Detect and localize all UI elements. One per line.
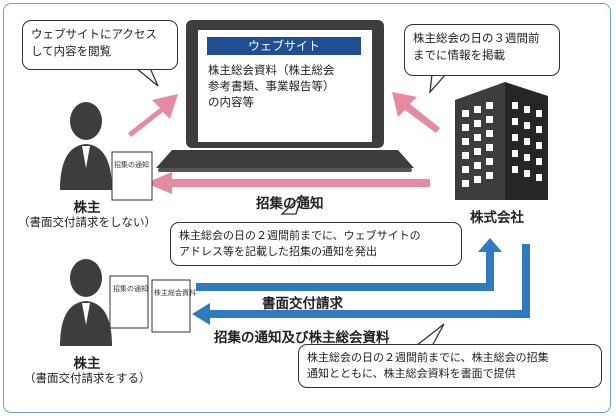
screen-line-2: 参考書類、事業報告等）: [208, 79, 335, 93]
shareholder-bottom-title: 株主: [73, 356, 101, 372]
notice-arrow: [146, 172, 430, 194]
company-building-icon: [455, 82, 548, 200]
materials-delivery-arrow: [192, 244, 530, 325]
company-label: 株式会社: [470, 210, 524, 226]
shareholder-bottom-person-icon: [60, 259, 112, 346]
view-website-arrow: [128, 94, 178, 137]
bubble-tails: [134, 67, 448, 347]
shareholder-top-title: 株主: [73, 200, 101, 216]
shareholder-top-person-icon: [60, 102, 112, 190]
doc-top-label: 招集の通知: [114, 161, 149, 169]
screen-title: ウェブサイト: [207, 37, 361, 55]
doc-bottom-label-2: 株主総会資料: [154, 289, 196, 297]
bubble-paper-provide-line2: 通知とともに、株主総会資料を書面で提供: [307, 367, 516, 380]
post-info-arrow: [392, 92, 440, 133]
paper-request-arrow: [196, 238, 502, 291]
bubble-three-weeks-line1: 株主総会の日の３週間前: [413, 31, 540, 45]
screen-line-3: の内容等: [208, 95, 254, 109]
bubble-notice-dispatch-line1: 株主総会の日の２週間前までに、ウェブサイトの: [179, 229, 421, 242]
screen-content: 株主総会資料（株主総会 参考書類、事業報告等） の内容等: [208, 62, 368, 110]
bubble-three-weeks-line2: までに情報を掲載: [413, 48, 505, 62]
bubble-notice-dispatch-line2: アドレス等を記載した招集の通知を発出: [179, 245, 377, 258]
bubble-website-access-line2: して内容を閲覧: [31, 44, 112, 58]
shareholder-top-document-icon: [111, 151, 153, 201]
bubble-paper-provide-line1: 株主総会の日の２週間前までに、株主総会の招集: [307, 351, 549, 364]
doc-bottom-label-1: 招集の通知: [113, 285, 148, 293]
bubble-notice-dispatch: 株主総会の日の２週間前までに、ウェブサイトの アドレス等を記載した招集の通知を発…: [170, 222, 462, 266]
diagram-frame: [3, 3, 611, 413]
bubble-website-access: ウェブサイトにアクセス して内容を閲覧: [22, 20, 178, 70]
bubble-three-weeks: 株主総会の日の３週間前 までに情報を掲載: [404, 24, 560, 76]
screen-line-1: 株主総会資料（株主総会: [208, 63, 335, 77]
paper-request-label: 書面交付請求: [262, 296, 343, 312]
notice-label: 招集の通知: [256, 196, 324, 212]
shareholder-bottom-document-icons: [109, 275, 191, 333]
bubble-paper-provide: 株主総会の日の２週間前までに、株主総会の招集 通知とともに、株主総会資料を書面で…: [298, 344, 602, 388]
bubble-website-access-line1: ウェブサイトにアクセス: [31, 27, 157, 41]
notice-and-materials-label: 招集の通知及び株主総会資料: [214, 330, 390, 346]
shareholder-top-subtitle: （書面交付請求をしない）: [18, 215, 156, 229]
shareholder-bottom-subtitle: （書面交付請求をする）: [24, 371, 151, 385]
